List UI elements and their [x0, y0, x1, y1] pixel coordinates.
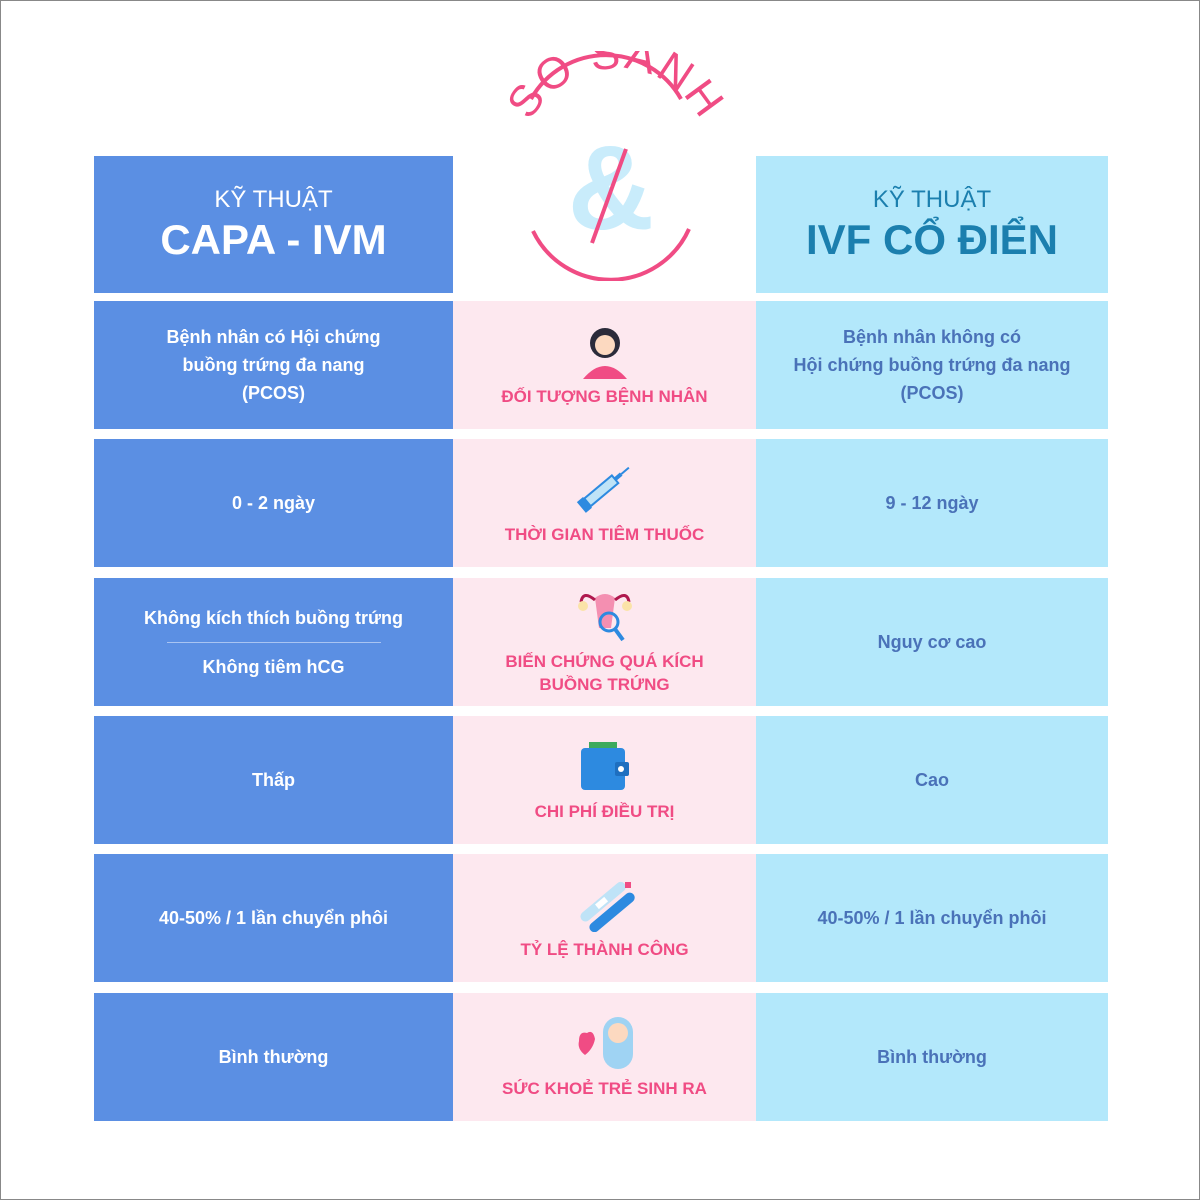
ivf-cell: Cao: [756, 716, 1108, 844]
header-title: IVF CỔ ĐIỂN: [805, 215, 1059, 263]
criterion-label: BIẾN CHỨNG QUÁ KÍCH BUỒNG TRỨNG: [505, 652, 704, 694]
cell-text-line: buồng trứng đa nang: [182, 355, 365, 375]
criterion-label: CHI PHÍ ĐIỀU TRỊ: [534, 801, 675, 821]
cell-text-line: (PCOS): [900, 383, 964, 403]
comparison-row: 40-50% / 1 lần chuyển phôi TỶ LỆ THÀNH CÔ…: [94, 854, 1108, 982]
criterion-cell: TỶ LỆ THÀNH CÔNG: [453, 854, 756, 982]
header-kicker: KỸ THUẬT: [872, 185, 992, 213]
header-capa-ivm: KỸ THUẬT CAPA - IVM: [94, 156, 453, 293]
cell-text-line: Không kích thích buồng trứng: [144, 607, 403, 628]
criterion-cell: CHI PHÍ ĐIỀU TRỊ: [453, 716, 756, 844]
ivf-cell: Bệnh nhân không có Hội chứng buồng trứng …: [756, 301, 1108, 429]
cell-text-line: 0 - 2 ngày: [231, 493, 316, 513]
capa-ivm-cell: Bình thường: [94, 993, 453, 1121]
criterion-label: THỜI GIAN TIÊM THUỐC: [504, 524, 705, 544]
cell-text-line: Bình thường: [218, 1047, 329, 1067]
criterion-cell: SỨC KHOẺ TRẺ SINH RA: [453, 993, 756, 1121]
divider: [166, 641, 381, 643]
cell-text-line: Nguy cơ cao: [877, 632, 987, 652]
criterion-cell: ĐỐI TƯỢNG BỆNH NHÂN: [453, 301, 756, 429]
capa-ivm-cell: Bệnh nhân có Hội chứng buồng trứng đa nan…: [94, 301, 453, 429]
cell-text-line: Cao: [914, 770, 949, 790]
criterion-label: TỶ LỆ THÀNH CÔNG: [520, 939, 689, 959]
baby-heart-icon: [578, 1016, 633, 1069]
header-title: CAPA - IVM: [160, 215, 387, 263]
capa-ivm-cell: 0 - 2 ngày: [94, 439, 453, 567]
cell-text-line: (PCOS): [242, 383, 305, 403]
so-sanh-emblem: SO SÁNH &: [498, 51, 731, 281]
cell-text-line: Hội chứng buồng trứng đa nang: [793, 355, 1071, 375]
uterus-magnifier-icon: [577, 594, 632, 642]
wallet-icon: [580, 741, 629, 790]
ivf-cell: 40-50% / 1 lần chuyển phôi: [756, 854, 1108, 982]
comparison-row: Bệnh nhân có Hội chứng buồng trứng đa nan…: [94, 301, 1108, 429]
criterion-label: ĐỐI TƯỢNG BỆNH NHÂN: [501, 386, 708, 406]
cell-text-line: 40-50% / 1 lần chuyển phôi: [158, 908, 389, 928]
cell-text-line: 9 - 12 ngày: [885, 493, 979, 513]
syringe-icon: [576, 466, 630, 513]
header-kicker: KỸ THUẬT: [214, 185, 333, 213]
patient-icon: [582, 327, 627, 379]
cell-text-line: Thấp: [252, 770, 295, 790]
cell-text-line: Bình thường: [877, 1047, 987, 1067]
cell-text-line: Không tiêm hCG: [202, 656, 345, 677]
criterion-label: SỨC KHOẺ TRẺ SINH RA: [502, 1078, 707, 1098]
header-ivf: KỸ THUẬT IVF CỔ ĐIỂN: [756, 156, 1108, 293]
capa-ivm-cell: 40-50% / 1 lần chuyển phôi: [94, 854, 453, 982]
ivf-cell: Bình thường: [756, 993, 1108, 1121]
cell-text-line: 40-50% / 1 lần chuyển phôi: [817, 908, 1047, 928]
pregnancy-test-icon: [579, 881, 635, 932]
ivf-cell: 9 - 12 ngày: [756, 439, 1108, 567]
criterion-cell: BIẾN CHỨNG QUÁ KÍCH BUỒNG TRỨNG: [453, 578, 756, 706]
svg-text:SO SÁNH: SO SÁNH: [498, 51, 731, 127]
criterion-cell: THỜI GIAN TIÊM THUỐC: [453, 439, 756, 567]
emblem-title: SO SÁNH: [498, 51, 731, 127]
cell-text-line: Bệnh nhân không có: [843, 327, 1021, 347]
cell-text-line: Bệnh nhân có Hội chứng: [166, 327, 381, 347]
capa-ivm-cell: Thấp: [94, 716, 453, 844]
ivf-cell: Nguy cơ cao: [756, 578, 1108, 706]
